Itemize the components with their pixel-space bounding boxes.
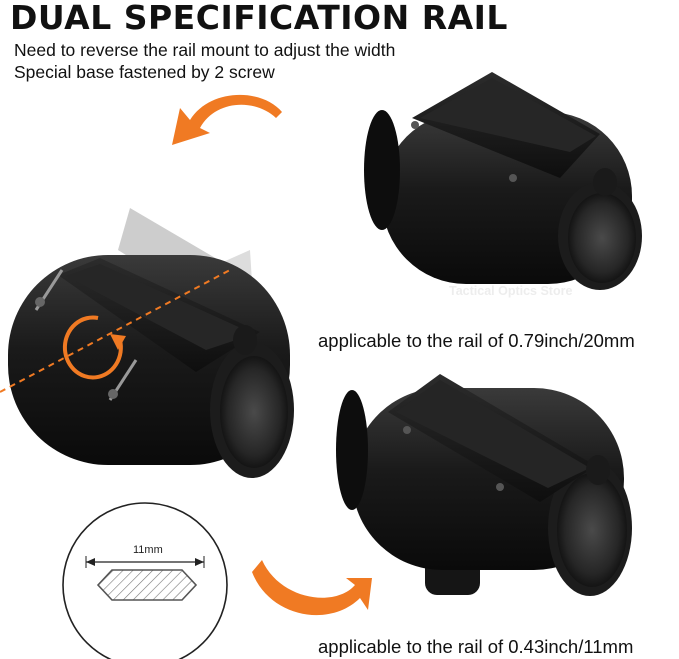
rail-profile-diagram: 11mm [62,502,228,659]
subtitle-line-2: Special base fastened by 2 screw [14,62,275,82]
subtitle-line-1: Need to reverse the rail mount to adjust… [14,40,396,60]
page-title: DUAL SPECIFICATION RAIL [10,0,508,37]
curved-arrow-right-icon [252,560,372,616]
store-watermark: Tactical Optics Store [449,284,573,298]
scope-left [0,208,294,478]
profile-width-label: 11mm [133,544,163,556]
scope-bottom-right [336,374,632,596]
caption-11mm: applicable to the rail of 0.43inch/11mm [318,636,634,657]
rotate-icon [62,315,126,380]
scope-top-right [364,72,642,290]
caption-20mm: applicable to the rail of 0.79inch/20mm [318,330,635,351]
curved-arrow-left-icon [172,94,282,145]
